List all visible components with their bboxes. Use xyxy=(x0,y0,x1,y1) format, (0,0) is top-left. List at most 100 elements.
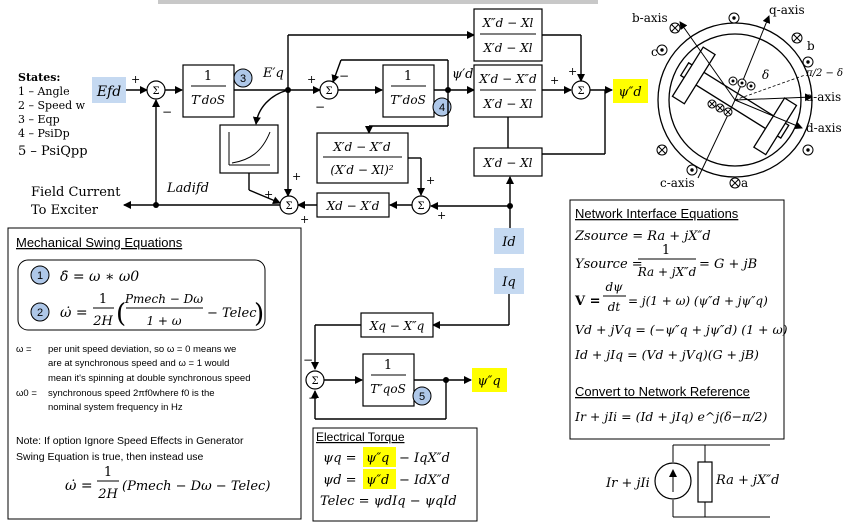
norton-circuit: Ir + jIi Ra + jX″d xyxy=(605,444,779,518)
state-5: 5 – PsiQpp xyxy=(18,144,88,159)
torque-l2-tail: − IdX″d xyxy=(399,473,450,488)
plus-sign: + xyxy=(131,73,140,86)
eq3-tail: (Pmech − Dω − Telec) xyxy=(122,479,270,494)
xd-minus-xdp-block xyxy=(316,192,390,218)
minus-sign: − xyxy=(315,100,325,114)
psiqpp-output: ψ″q xyxy=(477,374,500,389)
id-eq: Id + jIq = (Vd + jVq)(G + jB) xyxy=(574,347,759,362)
torque-l3: Telec = ψdIq − ψqId xyxy=(320,494,457,509)
ratio-mid-den: X′d − Xl xyxy=(482,97,532,111)
psiqpp-output-box xyxy=(472,368,507,392)
block-numerator: 1 xyxy=(204,69,212,84)
ir-eq: Ir + jIi = (Id + jIq) e^j(δ−π/2) xyxy=(574,409,767,424)
omega-label: ω = xyxy=(16,344,32,355)
swing-eq2-lhs: ω̇ = xyxy=(60,305,88,321)
omega0-label: ω0 = xyxy=(16,388,37,399)
state-marker-5 xyxy=(412,386,432,406)
sum-symbol: Σ xyxy=(577,86,584,97)
network-title: Network Interface Equations xyxy=(575,206,739,221)
a-label: a xyxy=(741,176,748,190)
sum-symbol: Σ xyxy=(152,86,159,97)
vd-eq: Vd + jVq = (−ψ″q + jψ″d) (1 + ω) xyxy=(575,322,788,337)
c-axis-label: c-axis xyxy=(660,176,695,190)
swing-eq1: δ̇ = ω ∗ ω0 xyxy=(60,269,139,285)
swing-title: Mechanical Swing Equations xyxy=(16,235,183,250)
ysrc-lhs: Ysource = xyxy=(575,257,643,272)
omega0-desc-1: synchronous speed 2πf0where f0 is the xyxy=(48,388,215,399)
plus-sign: + xyxy=(550,74,559,87)
inner-num: Pmech − Dω xyxy=(124,292,203,306)
ratio-top-den: X′d − Xl xyxy=(482,41,532,55)
plus-sign: + xyxy=(568,65,577,78)
machine-diagram: b-axis q-axis a-axis d-axis c-axis c b a… xyxy=(632,3,843,190)
zsrc-eq: Zsource = Ra + jX″d xyxy=(574,229,711,244)
marker-text: 2 xyxy=(37,307,43,319)
minus-sign: − xyxy=(303,353,313,367)
angle-label: π/2 − δ xyxy=(805,68,843,79)
state-marker-4 xyxy=(432,97,452,117)
circuit-current: Ir + jIi xyxy=(605,476,650,491)
xq-minus-xqpp-text: Xq − X″q xyxy=(369,319,425,333)
note-line-1: Note: If option Ignore Speed Effects in … xyxy=(16,435,244,447)
state-2: 2 – Speed w xyxy=(18,99,86,112)
b-label: b xyxy=(807,39,815,53)
plus-sign: + xyxy=(300,213,309,226)
plus-sign: + xyxy=(292,170,301,183)
circuit-impedance: Ra + jX″d xyxy=(715,473,779,488)
v-den: dt xyxy=(608,300,621,314)
field-current-label: Field Current xyxy=(31,185,121,200)
id-box xyxy=(494,228,524,254)
frac-num: 1 xyxy=(99,292,107,307)
top-border xyxy=(158,0,598,4)
ysrc-den: Ra + jX″d xyxy=(637,265,697,279)
block-numerator: 1 xyxy=(384,358,392,373)
marker-text: 3 xyxy=(240,73,246,85)
ysrc-tail: = G + jB xyxy=(699,257,757,272)
state-marker-3 xyxy=(233,68,253,88)
efd-label: Efd xyxy=(96,84,121,100)
states-title: States: xyxy=(18,71,61,84)
eqp-label: E′q xyxy=(262,66,284,81)
state-marker-1 xyxy=(30,265,50,285)
torque-l2-hl: ψ″d xyxy=(366,473,389,488)
tdo-double-prime-block xyxy=(382,64,435,118)
delta-label: δ xyxy=(762,68,769,82)
iq-box xyxy=(494,268,524,294)
torque-hl-1 xyxy=(363,447,396,467)
torque-title: Electrical Torque xyxy=(316,430,405,444)
xq-minus-xqpp-block xyxy=(360,312,434,338)
psidpp-output-box xyxy=(613,79,648,103)
sum-symbol: Σ xyxy=(417,201,424,212)
sum-symbol: Σ xyxy=(285,201,292,212)
tqo-double-prime-block xyxy=(362,353,415,407)
block-numerator: 1 xyxy=(404,69,412,84)
eq3-num: 1 xyxy=(104,465,112,480)
xdp-minus-xl-block xyxy=(473,147,543,177)
plus-sign: + xyxy=(437,209,446,222)
torque-l1-lhs: ψq = xyxy=(323,451,357,466)
block-denominator: T″doS xyxy=(390,93,426,107)
ratio-top-block xyxy=(473,8,543,62)
iq-label: Iq xyxy=(501,275,515,290)
efd-box xyxy=(92,77,126,103)
minus-sign: − xyxy=(308,391,318,405)
torque-l2-lhs: ψd = xyxy=(323,473,357,488)
state-3: 3 – Eqp xyxy=(18,113,60,126)
state-1: 1 – Angle xyxy=(18,85,70,98)
ratio-mid-num: X′d − X″d xyxy=(478,72,537,86)
inner-den: 1 + ω xyxy=(146,314,181,328)
block-denominator: T′doS xyxy=(191,93,225,107)
psidpp-output: ψ″d xyxy=(618,85,641,100)
v-tail: = j(1 + ω) (ψ″d + jψ″q) xyxy=(628,294,768,308)
xdp-minus-xl-text: X′d − Xl xyxy=(482,156,532,170)
v-num: dψ xyxy=(605,280,623,294)
note-line-2: Swing Equation is true, then instead use xyxy=(16,451,204,463)
frac-den: 2H xyxy=(92,314,113,329)
plus-sign: + xyxy=(264,188,273,201)
omega-desc-2: are at synchronous speed and ω = 1 would xyxy=(48,358,229,369)
paren-open: ( xyxy=(116,299,126,329)
eq3-den: 2H xyxy=(97,487,118,502)
swing-eq-box xyxy=(17,259,266,331)
a-axis-label: a-axis xyxy=(806,90,841,104)
eq2-tail: − Telec xyxy=(207,306,257,321)
